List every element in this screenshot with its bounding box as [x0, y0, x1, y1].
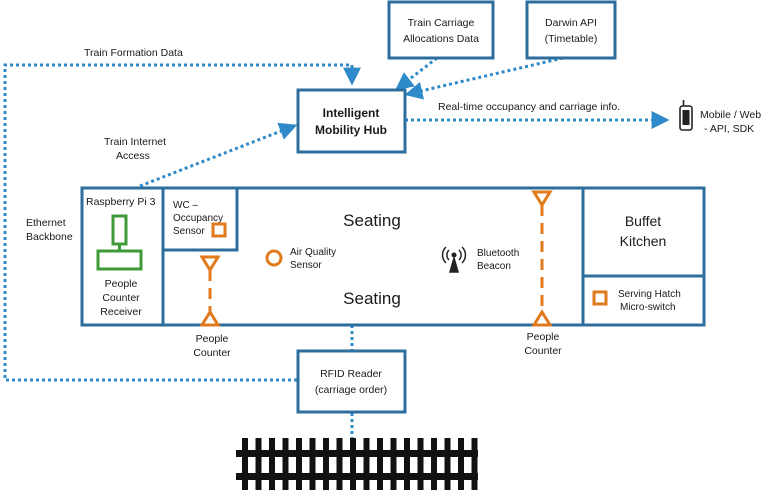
air-quality-label: Sensor	[290, 260, 322, 271]
mobile-label: Mobile / Web	[700, 109, 761, 121]
track-sleeper	[242, 438, 248, 490]
raspberry-pi-label: Raspberry Pi 3	[86, 196, 156, 208]
track-sleeper	[417, 438, 424, 490]
buffet-kitchen-label: Kitchen	[620, 233, 667, 249]
people-counter-right	[531, 190, 553, 327]
buffet-kitchen-label: Buffet	[625, 213, 661, 229]
ethernet-label: Ethernet	[26, 217, 66, 229]
people-counter-left-label: People	[196, 333, 229, 345]
link-train-formation	[3, 63, 361, 382]
track-sleeper	[377, 438, 383, 490]
people-counter-receiver-label: Counter	[102, 292, 140, 304]
bluetooth-beacon-label: Beacon	[477, 261, 511, 272]
wc-sensor-label: Occupancy	[173, 213, 223, 224]
seating-bottom-label: Seating	[343, 289, 401, 308]
realtime-label: Real-time occupancy and carriage info.	[438, 101, 620, 113]
serving-hatch-label: Micro-switch	[620, 302, 676, 313]
mobility-hub-label: Mobility Hub	[315, 123, 387, 137]
link-carriage-allocations	[395, 56, 438, 91]
carriage-allocations-box	[387, 0, 495, 60]
air-quality-sensor-icon	[265, 249, 283, 267]
bluetooth-beacon-label: Bluetooth	[477, 248, 519, 259]
seating-top-label: Seating	[343, 211, 401, 230]
internet-label: Train Internet	[104, 136, 166, 148]
serving-hatch-label: Serving Hatch	[618, 289, 681, 300]
rfid-reader-label: RFID Reader	[320, 368, 382, 380]
serving-hatch-sensor-icon	[592, 290, 608, 306]
mobile-phone-icon	[679, 100, 693, 131]
rfid-reader-box	[296, 349, 407, 414]
track-rail	[236, 473, 478, 480]
link-darwin	[404, 56, 564, 100]
carriage-allocations-label: Train Carriage	[408, 17, 475, 29]
ethernet-label: Backbone	[26, 231, 73, 243]
track-sleeper	[471, 438, 478, 490]
track-sleeper	[350, 438, 356, 490]
people-counter-left	[199, 255, 221, 327]
track-sleeper	[431, 438, 437, 490]
track-sleeper	[255, 438, 262, 490]
track-sleeper	[269, 438, 275, 490]
wc-sensor-icon	[211, 222, 227, 238]
track-sleeper	[296, 438, 302, 490]
wc-box	[161, 186, 239, 252]
darwin-api-label: (Timetable)	[545, 33, 598, 45]
mobility-hub-box	[296, 88, 407, 154]
darwin-api-label: Darwin API	[545, 17, 597, 29]
people-counter-right-label: Counter	[524, 345, 562, 357]
track-rail	[236, 450, 478, 457]
mobile-label: - API, SDK	[704, 123, 754, 135]
people-counter-receiver-label: Receiver	[100, 306, 142, 318]
track-sleeper	[282, 438, 289, 490]
train-formation-label: Train Formation Data	[84, 47, 183, 59]
air-quality-label: Air Quality	[290, 247, 336, 258]
track-sleeper	[404, 438, 410, 490]
wc-sensor-label: WC –	[173, 200, 198, 211]
rfid-reader-label: (carriage order)	[315, 384, 387, 396]
track-sleeper	[309, 438, 316, 490]
track-sleeper	[444, 438, 451, 490]
people-counter-left-label: Counter	[193, 347, 231, 359]
railway-track-icon	[236, 438, 478, 490]
carriage-allocations-label: Allocations Data	[403, 33, 479, 45]
track-sleeper	[323, 438, 329, 490]
people-counter-right-label: People	[527, 331, 560, 343]
track-sleeper	[336, 438, 343, 490]
internet-label: Access	[116, 150, 150, 162]
people-counter-receiver-label: People	[105, 278, 138, 290]
darwin-api-box	[525, 0, 617, 60]
bluetooth-beacon-icon	[441, 246, 467, 273]
track-sleeper	[458, 438, 464, 490]
raspberry-pi-icon	[96, 214, 143, 271]
link-internet	[139, 122, 298, 188]
track-sleeper	[363, 438, 370, 490]
track-sleeper	[390, 438, 397, 490]
wc-sensor-label: Sensor	[173, 226, 205, 237]
mobility-hub-label: Intelligent	[323, 106, 380, 120]
